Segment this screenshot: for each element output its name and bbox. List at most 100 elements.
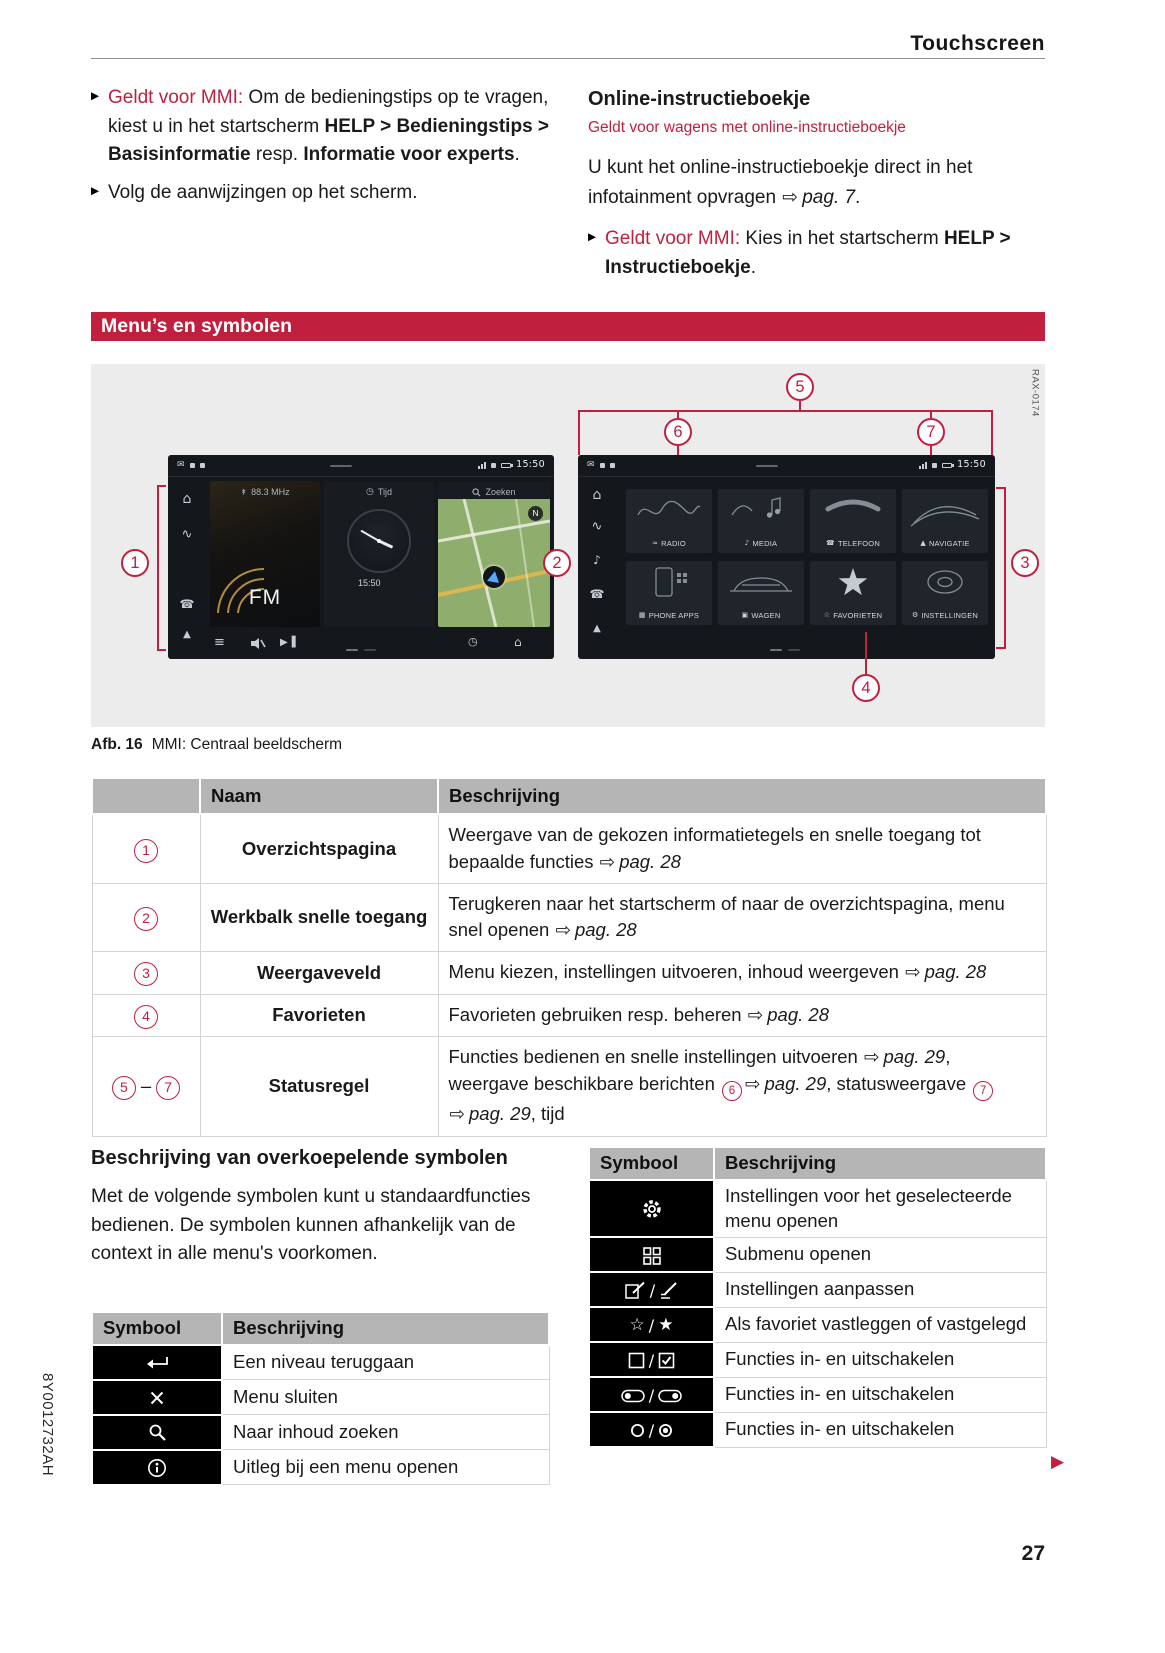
row-description-cell: Functies bedienen en snelle instellingen… <box>437 1035 1047 1137</box>
row-number-cell: 5–7 <box>91 1035 201 1137</box>
status-icon <box>491 463 497 468</box>
status-icon <box>932 463 938 468</box>
status-time: 15:50 <box>957 459 986 471</box>
applicability-note: Geldt voor wagens met online-instructieb… <box>588 119 906 136</box>
symbols-table-left: Symbool Beschrijving Een niveau teruggaa… <box>91 1311 550 1486</box>
page-reference: pag. 29 <box>469 1103 531 1125</box>
row-name-cell: Favorieten <box>199 993 439 1037</box>
bullet-icon: ▶ <box>588 231 597 244</box>
star-art <box>838 568 868 596</box>
table-row: / Functies in- en uitschakelen <box>588 1376 1047 1414</box>
home-icon: ⌂ <box>592 487 602 503</box>
callout-line-4 <box>865 632 867 674</box>
bullet-text: Geldt voor MMI: Kies in het startscherm … <box>605 228 1011 278</box>
status-icon <box>199 463 205 468</box>
callout-4: 4 <box>852 674 880 702</box>
column-header-name: Naam <box>199 776 439 816</box>
symbols-table-right: Symbool Beschrijving Instellingen voor h… <box>588 1146 1047 1449</box>
page-reference: pag. 7 <box>802 186 856 208</box>
bullet-icon: ▶ <box>91 90 100 102</box>
location-arrow <box>487 569 501 583</box>
row-number-cell: 2 <box>91 882 201 953</box>
symbol-cell: / <box>588 1341 715 1379</box>
symbol-cell <box>588 1178 715 1239</box>
callout-stub-5 <box>799 401 801 410</box>
table-row: Een niveau teruggaan <box>91 1343 550 1381</box>
symbol-description: Functies in- en uitschakelen <box>713 1376 1047 1413</box>
mute-icon <box>251 638 266 649</box>
radio-on-icon <box>659 1424 673 1438</box>
item-number: 4 <box>134 1004 158 1029</box>
callout-1: 1 <box>121 549 149 577</box>
favorites-label-icon: ☆ <box>823 610 831 619</box>
battery-icon <box>942 463 955 468</box>
table-row: 2 Werkbalk snelle toegang Terugkeren naa… <box>91 882 1047 953</box>
app-tile-phone-apps: ▦PHONE APPS <box>626 561 712 625</box>
page-ref-arrow-icon: ⇨ <box>747 1004 764 1026</box>
app-tile-label: ☎TELEFOON <box>826 538 880 548</box>
home-shortcut-icon: ⌂ <box>514 635 522 649</box>
callout-bracket-3 <box>1004 487 1006 649</box>
callout-bracket-1 <box>157 485 159 651</box>
column-header-description: Beschrijving <box>437 776 1047 816</box>
navigation-art <box>910 506 980 527</box>
clock-center <box>377 539 381 543</box>
menu-icon: ≡ <box>214 635 225 650</box>
music-note-icon: ♪ <box>593 553 601 567</box>
row-name-cell: Weergaveveld <box>199 951 439 995</box>
app-tile-label: ▦PHONE APPS <box>638 610 700 620</box>
checkbox-checked-icon <box>658 1352 675 1369</box>
symbols-section-heading: Beschrijving van overkoepelende symbolen <box>91 1147 508 1169</box>
bullet-item: ▶ Volg de aanwijzingen op het scherm. <box>91 179 557 208</box>
mmi-overview-screen: ✉ 15:50 ⌂ ∿ ☎ ▲ ↟88.3 MHz <box>168 455 554 659</box>
page-ref-arrow-icon: ⇨ <box>449 1104 466 1126</box>
search-icon <box>149 1424 166 1441</box>
row-description-cell: Menu kiezen, instellingen uitvoeren, inh… <box>437 951 1047 995</box>
item-number: 1 <box>134 838 158 863</box>
callout-bracket-5-drop <box>991 410 993 455</box>
symbol-description: Submenu openen <box>713 1236 1047 1273</box>
radio-label-icon: ≈ <box>652 538 659 547</box>
radio-tile: ↟88.3 MHz FM <box>210 481 320 627</box>
online-booklet-section: Online-instructieboekje Geldt voor wagen… <box>588 84 1045 291</box>
page-reference: pag. 29 <box>883 1045 946 1067</box>
table-row: Naar inhoud zoeken <box>91 1413 550 1451</box>
radio-art <box>637 500 701 516</box>
online-booklet-heading: Online-instructieboekje <box>588 88 811 110</box>
callout-stub-6 <box>677 410 679 418</box>
status-icon <box>189 463 195 468</box>
symbol-description: Functies in- en uitschakelen <box>713 1341 1047 1378</box>
search-map-tile: Zoeken N <box>438 481 550 627</box>
media-label-icon: ♪ <box>744 538 750 547</box>
item-number: 7 <box>156 1075 181 1100</box>
callout-bracket-1-tick <box>157 649 166 651</box>
item-number: 5 <box>111 1075 136 1100</box>
pair-separator: / <box>649 1280 656 1300</box>
signal-icon <box>478 462 487 469</box>
settings-dial-art <box>927 570 963 594</box>
callout-stub-7 <box>930 410 932 418</box>
app-tile-instellingen: ⚙INSTELLINGEN <box>902 561 988 625</box>
symbol-cell: ☆/★ <box>588 1306 715 1344</box>
symbol-cell: / <box>588 1376 715 1414</box>
app-tile-label: ☆FAVORIETEN <box>823 610 883 620</box>
page-indicator <box>770 649 782 651</box>
callout-bracket-5-drop <box>578 410 580 455</box>
app-tile-radio: ≈RADIO <box>626 489 712 553</box>
recent-icon: ◷ <box>468 635 478 648</box>
symbol-cell <box>588 1236 715 1274</box>
section-banner: Menu’s en symbolen <box>91 312 1045 341</box>
star-outline-icon: ☆ <box>629 1315 645 1336</box>
app-tile-media: ♪MEDIA <box>718 489 804 553</box>
status-bar: ✉ 15:50 <box>578 455 995 477</box>
callout-3: 3 <box>1011 549 1039 577</box>
table-row: 5–7 Statusregel Functies bedienen en sne… <box>91 1035 1047 1137</box>
battery-icon <box>501 463 514 468</box>
car-label-icon: ▣ <box>741 610 749 619</box>
home-icon: ⌂ <box>182 491 192 507</box>
page-reference: pag. 29 <box>764 1073 827 1095</box>
online-booklet-paragraph: U kunt het online-instructieboekje direc… <box>588 157 973 208</box>
callout-2: 2 <box>543 549 571 577</box>
status-icon <box>599 463 605 468</box>
